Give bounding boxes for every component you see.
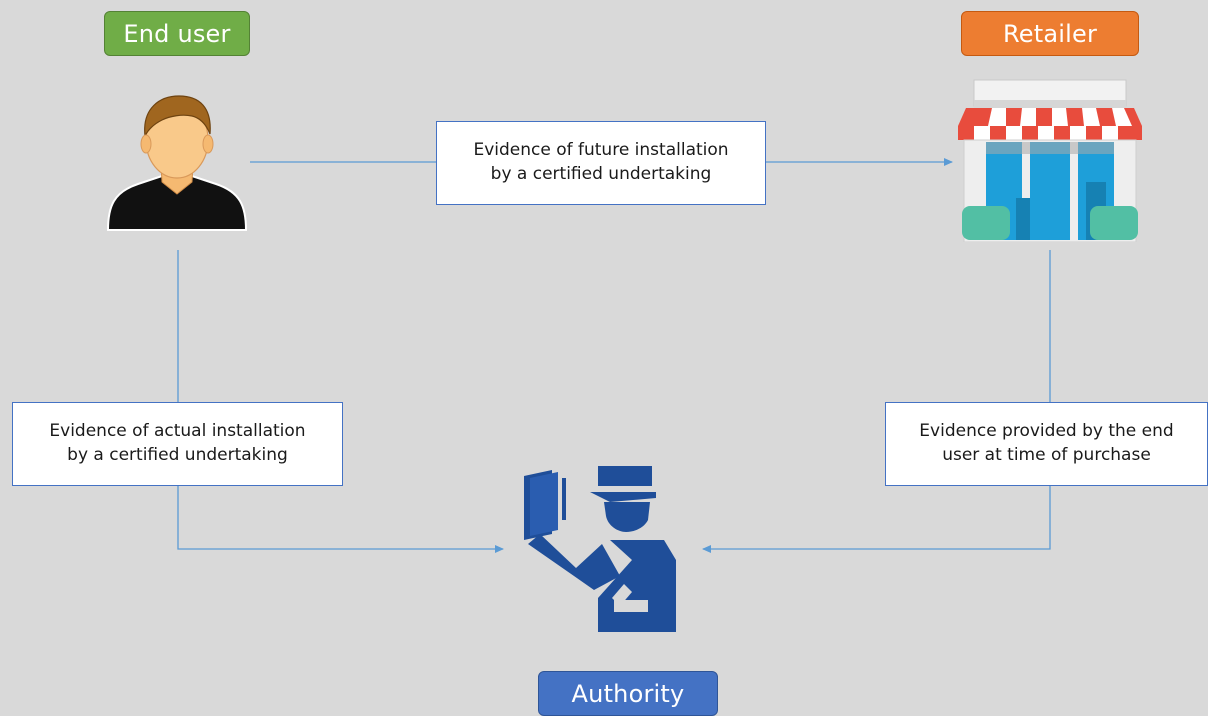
connector-evidence-provided-to-authority bbox=[702, 486, 1051, 553]
end-user-label: End user bbox=[104, 11, 250, 56]
shop-icon bbox=[958, 79, 1142, 242]
retailer-label: Retailer bbox=[961, 11, 1139, 56]
evidence-provided-by-end-user-box: Evidence provided by the end user at tim… bbox=[885, 402, 1208, 486]
evidence-provided-by-end-user-text: Evidence provided by the end user at tim… bbox=[919, 421, 1174, 465]
person-icon bbox=[106, 95, 248, 231]
evidence-actual-installation-box: Evidence of actual installation by a cer… bbox=[12, 402, 343, 486]
customs-officer-icon bbox=[524, 466, 676, 632]
connector-evidence-actual-to-authority bbox=[177, 486, 504, 553]
authority-label: Authority bbox=[538, 671, 718, 716]
evidence-future-installation-box: Evidence of future installation by a cer… bbox=[436, 121, 766, 205]
evidence-future-installation-text: Evidence of future installation by a cer… bbox=[473, 140, 729, 184]
evidence-actual-installation-text: Evidence of actual installation by a cer… bbox=[49, 421, 306, 465]
